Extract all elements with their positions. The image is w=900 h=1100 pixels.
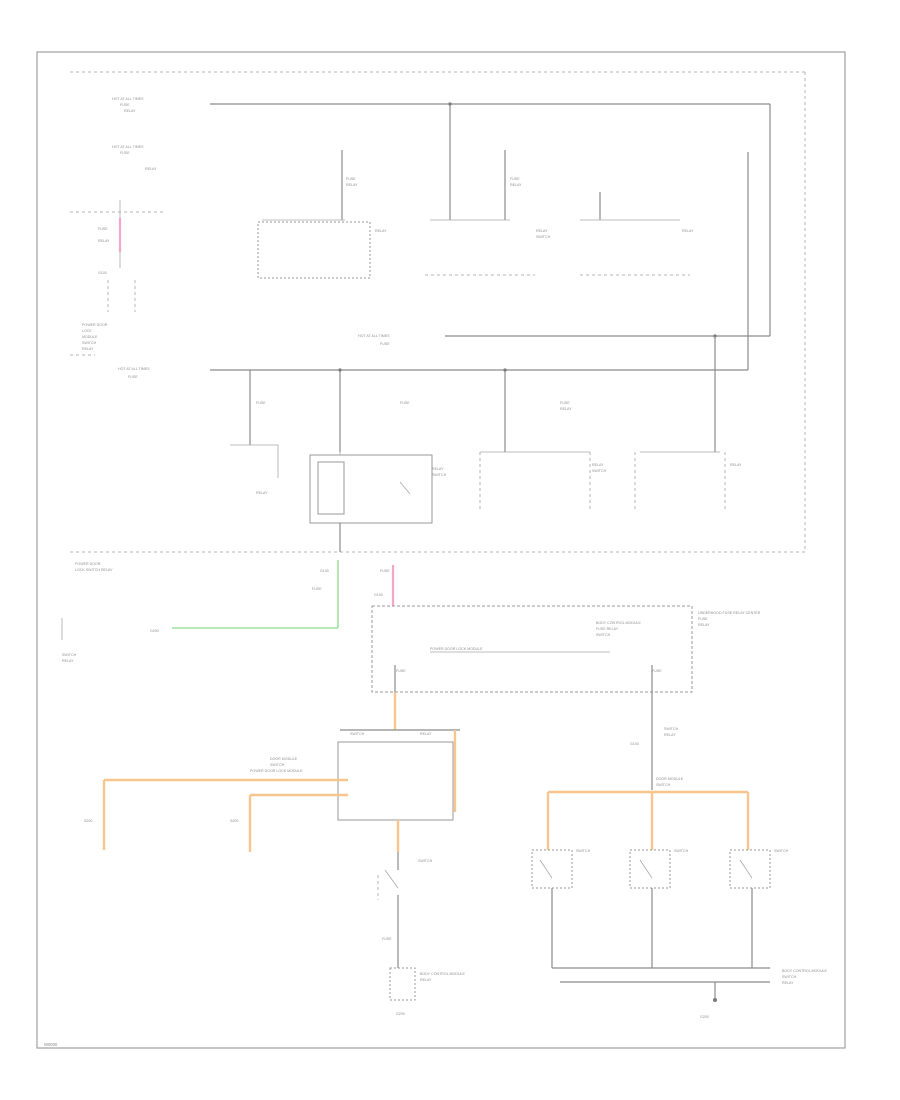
mid-fuses: HOT AT ALL TIMES FUSE HOT AT ALL TIMES F… [118,334,572,495]
svg-text:BODY CONTROL MODULE: BODY CONTROL MODULE [596,621,642,625]
svg-text:RELAY: RELAY [592,463,604,467]
svg-text:BODY CONTROL MODULE: BODY CONTROL MODULE [420,972,466,976]
svg-text:S200: S200 [230,819,238,823]
svg-text:G100: G100 [630,742,639,746]
svg-text:POWER DOOR LOCK MODULE: POWER DOOR LOCK MODULE [430,647,483,651]
svg-text:RELAY: RELAY [256,491,268,495]
svg-text:SWITCH: SWITCH [270,763,285,767]
underhood-fuse-block: POWER DOOR LOCK MODULE BODY CONTROL MODU… [371,605,761,693]
svg-text:G200: G200 [396,1012,405,1016]
svg-text:FUSE: FUSE [120,103,130,107]
svg-text:RELAY: RELAY [730,463,742,467]
svg-text:FUSE: FUSE [382,937,392,941]
svg-text:FUSE: FUSE [346,177,356,181]
svg-text:POWER DOOR LOCK MODULE: POWER DOOR LOCK MODULE [250,769,303,773]
svg-text:SWITCH: SWITCH [674,849,689,853]
relay-group-2: FUSE RELAY RELAY SWITCH [425,150,551,276]
svg-text:RELAY: RELAY [682,229,694,233]
svg-text:SWITCH: SWITCH [418,859,433,863]
right-mid-relays: RELAY SWITCH RELAY [479,451,742,512]
green-wire: POWER DOOR LOCK SWITCH RELAY G100 FUSE G… [61,560,339,663]
svg-text:FUSE: FUSE [698,617,708,621]
svg-text:FUSE RELAY: FUSE RELAY [596,627,619,631]
svg-text:RELAY: RELAY [510,183,522,187]
svg-text:SWITCH: SWITCH [62,653,77,657]
svg-text:MODULE: MODULE [82,335,98,339]
svg-text:SWITCH: SWITCH [664,727,679,731]
main-relay-box: RELAY SWITCH [309,452,447,552]
diagram-frame [36,51,846,1049]
svg-text:RELAY: RELAY [420,978,432,982]
svg-text:FUSE: FUSE [380,342,390,346]
svg-text:G100: G100 [98,271,107,275]
svg-text:POWER DOOR: POWER DOOR [82,323,108,327]
relay-group-3: RELAY [580,192,694,276]
diagram-reference-code: W0000 [44,1042,58,1047]
lower-left-switch: SWITCH FUSE BODY CONTROL MODULE RELAY G2… [377,852,466,1016]
svg-text:G200: G200 [150,629,159,633]
top-bus [210,102,771,452]
svg-text:HOT AT ALL TIMES: HOT AT ALL TIMES [358,334,390,338]
svg-text:SWITCH: SWITCH [432,473,447,477]
svg-text:HOT AT ALL TIMES: HOT AT ALL TIMES [112,145,144,149]
svg-text:RELAY: RELAY [536,229,548,233]
pink-connector: FUSE G100 [374,565,395,606]
svg-text:SWITCH: SWITCH [596,633,611,637]
svg-text:RELAY: RELAY [62,659,74,663]
svg-text:FUSE: FUSE [380,569,390,573]
svg-text:RELAY: RELAY [420,732,432,736]
svg-text:SWITCH: SWITCH [656,783,671,787]
svg-text:DOOR MODULE: DOOR MODULE [656,777,684,781]
svg-text:G100: G100 [320,569,329,573]
svg-text:FUSE: FUSE [120,151,130,155]
svg-text:SWITCH: SWITCH [350,732,365,736]
svg-text:RELAY: RELAY [432,467,444,471]
svg-text:RELAY: RELAY [375,229,387,233]
svg-text:RELAY: RELAY [698,623,710,627]
fuse-left-pink: FUSE RELAY G100 [98,200,136,312]
lower-right-switches: SWITCH SWITCH SWITCH G200 BODY CONTROL M… [531,849,828,1019]
svg-text:RELAY: RELAY [124,109,136,113]
svg-text:BODY CONTROL MODULE: BODY CONTROL MODULE [782,969,828,973]
svg-text:FUSE: FUSE [312,587,322,591]
svg-text:SWITCH: SWITCH [82,341,97,345]
svg-text:FUSE: FUSE [400,401,410,405]
svg-text:HOT AT ALL TIMES: HOT AT ALL TIMES [118,367,150,371]
svg-text:RELAY: RELAY [560,407,572,411]
svg-text:RELAY: RELAY [664,733,676,737]
svg-text:DOOR MODULE: DOOR MODULE [270,757,298,761]
svg-text:HOT AT ALL TIMES: HOT AT ALL TIMES [112,97,144,101]
svg-text:UNDERHOOD FUSE RELAY CENTER: UNDERHOOD FUSE RELAY CENTER [698,611,761,615]
svg-text:FUSE: FUSE [128,375,138,379]
svg-text:FUSE: FUSE [510,177,520,181]
upper-left-labels: HOT AT ALL TIMES FUSE RELAY HOT AT ALL T… [82,97,157,351]
svg-text:SWITCH: SWITCH [536,235,551,239]
svg-text:RELAY: RELAY [145,167,157,171]
orange-wiring-right: SWITCH RELAY G100 DOOR MODULE SWITCH [546,692,750,850]
svg-text:SWITCH: SWITCH [782,975,797,979]
svg-text:FUSE: FUSE [98,227,108,231]
svg-text:RELAY: RELAY [82,347,94,351]
svg-text:SWITCH: SWITCH [592,469,607,473]
svg-text:POWER DOOR: POWER DOOR [75,562,101,566]
svg-text:FUSE: FUSE [560,401,570,405]
svg-text:FUSE: FUSE [256,401,266,405]
svg-text:RELAY: RELAY [346,183,358,187]
svg-text:FUSE: FUSE [396,669,406,673]
svg-text:RELAY: RELAY [782,981,794,985]
svg-text:S200: S200 [84,819,92,823]
fuse-block-boundary [70,71,806,553]
relay-group-1: FUSE RELAY RELAY [257,150,387,279]
svg-text:G100: G100 [374,593,383,597]
svg-text:SWITCH: SWITCH [774,849,789,853]
svg-text:SWITCH: SWITCH [576,849,591,853]
svg-text:LOCK: LOCK [82,329,92,333]
svg-text:FUSE: FUSE [652,669,662,673]
svg-text:G200: G200 [700,1015,709,1019]
svg-text:RELAY: RELAY [98,239,110,243]
orange-wiring-left: DOOR MODULE SWITCH POWER DOOR LOCK MODUL… [84,692,460,852]
svg-text:LOCK SWITCH RELAY: LOCK SWITCH RELAY [75,568,113,572]
